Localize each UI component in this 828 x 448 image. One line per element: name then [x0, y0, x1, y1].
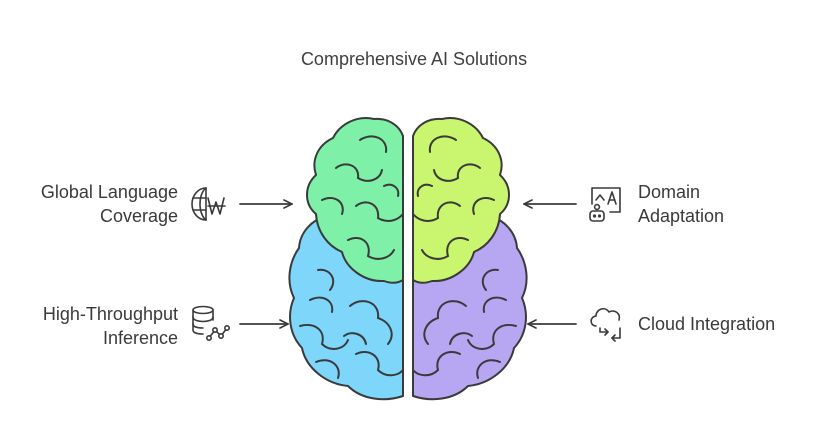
brain-right-top-folds: [412, 135, 495, 260]
label-high-throughput-inference: High-Throughput Inference: [43, 302, 178, 350]
globe-translate-icon: [191, 187, 226, 221]
label-line: High-Throughput: [42, 304, 178, 324]
cloud-sync-icon: [590, 307, 621, 342]
label-domain-adaptation: Domain Adaptation: [638, 180, 724, 228]
brain-right-bottom-folds: [412, 268, 517, 379]
label-line: Coverage: [99, 206, 178, 226]
brain-left-bottom-folds: [299, 268, 404, 379]
label-line: Inference: [102, 328, 178, 348]
label-line: Domain: [638, 182, 701, 202]
label-line: Adaptation: [638, 206, 725, 226]
label-global-language-coverage: Global Language Coverage: [41, 180, 178, 228]
label-line: Global Language: [40, 182, 178, 202]
diagram-title: Comprehensive AI Solutions: [300, 49, 528, 69]
robot-image-icon: [589, 187, 621, 222]
brain-left-top-lobe: [306, 117, 404, 284]
label-line: Cloud Integration: [638, 314, 776, 334]
brain-right-top-lobe: [412, 117, 510, 284]
database-network-icon: [192, 305, 230, 341]
brain-left-top-folds: [321, 135, 404, 260]
label-cloud-integration: Cloud Integration: [638, 312, 775, 336]
